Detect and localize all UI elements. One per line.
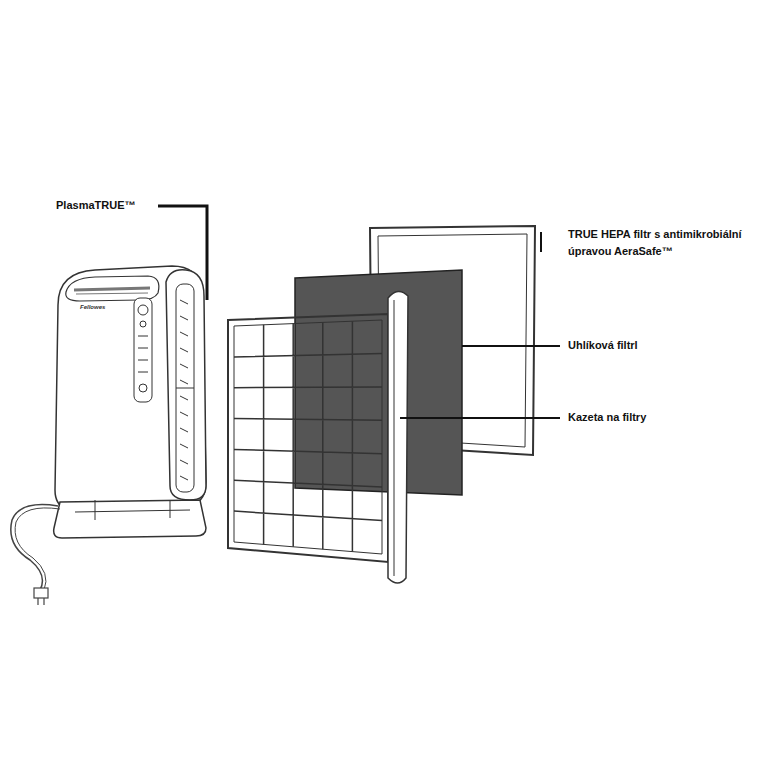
brand-logo: Fellowes — [80, 304, 105, 311]
carbon-filter — [295, 270, 462, 495]
plasma-label: PlasmaTRUE™ — [56, 197, 135, 214]
hepa-label: TRUE HEPA filtr s antimikrobiální úpravo… — [568, 226, 773, 260]
leader-lines — [158, 206, 560, 418]
air-purifier — [54, 266, 206, 538]
cassette-label: Kazeta na filtry — [568, 409, 646, 426]
filter-cassette — [228, 291, 408, 583]
carbon-label: Uhlíková filtrl — [568, 337, 638, 354]
power-cord — [11, 505, 60, 605]
